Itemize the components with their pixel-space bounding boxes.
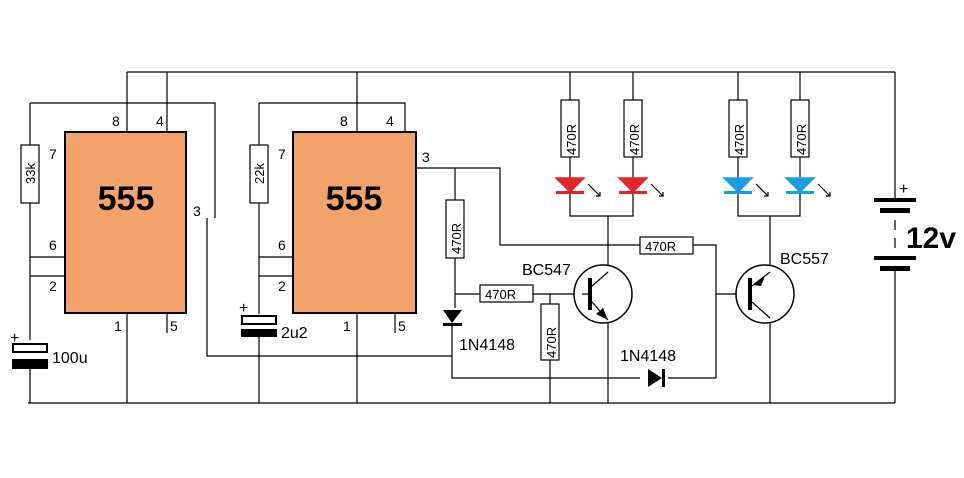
svg-text:470R: 470R <box>449 223 464 254</box>
resistor-led2: 470R <box>623 99 643 158</box>
resistor-22k: 22k <box>249 144 269 204</box>
ic2-pin7: 7 <box>278 146 286 162</box>
svg-text:470R: 470R <box>732 124 747 155</box>
led-red-1 <box>554 177 601 197</box>
supply-label: 12v <box>906 222 956 255</box>
diode-1n4148-horizontal: 1N4148 <box>620 348 676 387</box>
ic2-pin4: 4 <box>386 113 394 129</box>
ic2-pin1: 1 <box>343 318 351 334</box>
ic1-pin5: 5 <box>170 318 178 334</box>
svg-text:470R: 470R <box>627 124 642 155</box>
led-red-2 <box>617 177 664 197</box>
ic2-pin6: 6 <box>278 237 286 253</box>
d2-label: 1N4148 <box>620 348 676 365</box>
resistor-to-pnp: 470R <box>639 236 694 255</box>
svg-text:470R: 470R <box>564 124 579 155</box>
led-blue-2 <box>784 177 831 197</box>
transistor-bc557: BC557 <box>735 251 829 324</box>
ic1-body <box>64 131 187 314</box>
ic1-pin3: 3 <box>193 203 201 219</box>
ic1-pin8: 8 <box>112 113 120 129</box>
resistor-led4: 470R <box>790 99 810 158</box>
resistor-ground: 470R <box>540 303 560 361</box>
capacitor-100u: + 100u <box>10 330 88 369</box>
ic1-555: 555 8 4 7 6 2 1 5 3 <box>49 113 201 334</box>
d1-label: 1N4148 <box>459 337 515 354</box>
ic1-pin2: 2 <box>49 278 57 294</box>
resistor-33k: 33k <box>20 144 40 204</box>
transistor-bc547: BC547 <box>522 262 633 324</box>
svg-text:+: + <box>10 330 19 347</box>
ic2-label: 555 <box>326 180 383 218</box>
diode-1n4148-vertical: 1N4148 <box>443 310 515 354</box>
led-blue-1 <box>722 177 769 197</box>
svg-text:22k: 22k <box>252 163 267 184</box>
svg-text:470R: 470R <box>794 124 809 155</box>
ic2-555: 555 8 4 7 6 2 1 5 3 <box>278 113 430 334</box>
battery-12v: + 12v <box>874 181 956 271</box>
svg-text:470R: 470R <box>544 327 559 358</box>
ic2-pin8: 8 <box>340 113 348 129</box>
ic2-pin5: 5 <box>398 318 406 334</box>
ic1-pin4: 4 <box>156 113 164 129</box>
svg-text:+: + <box>239 300 248 317</box>
svg-text:33k: 33k <box>23 163 38 184</box>
resistor-base-vertical: 470R <box>445 199 465 259</box>
svg-text:470R: 470R <box>485 287 516 302</box>
svg-text:470R: 470R <box>645 239 676 254</box>
ic2-body <box>292 131 417 314</box>
ic1-pin7: 7 <box>49 146 57 162</box>
ic1-pin6: 6 <box>49 237 57 253</box>
capacitor-2u2: + 2u2 <box>239 300 308 342</box>
q2-label: BC557 <box>780 251 829 268</box>
wires <box>28 71 896 404</box>
resistor-base-horizontal: 470R <box>479 284 534 303</box>
resistor-led3: 470R <box>728 99 748 158</box>
ic2-pin2: 2 <box>278 278 286 294</box>
c2-label: 2u2 <box>281 325 308 342</box>
svg-text:+: + <box>899 181 908 198</box>
c1-label: 100u <box>52 350 88 367</box>
ic1-label: 555 <box>98 180 155 218</box>
ic1-pin1: 1 <box>114 318 122 334</box>
q1-label: BC547 <box>522 262 571 279</box>
resistor-led1: 470R <box>560 99 580 158</box>
ic2-pin3: 3 <box>422 149 430 165</box>
